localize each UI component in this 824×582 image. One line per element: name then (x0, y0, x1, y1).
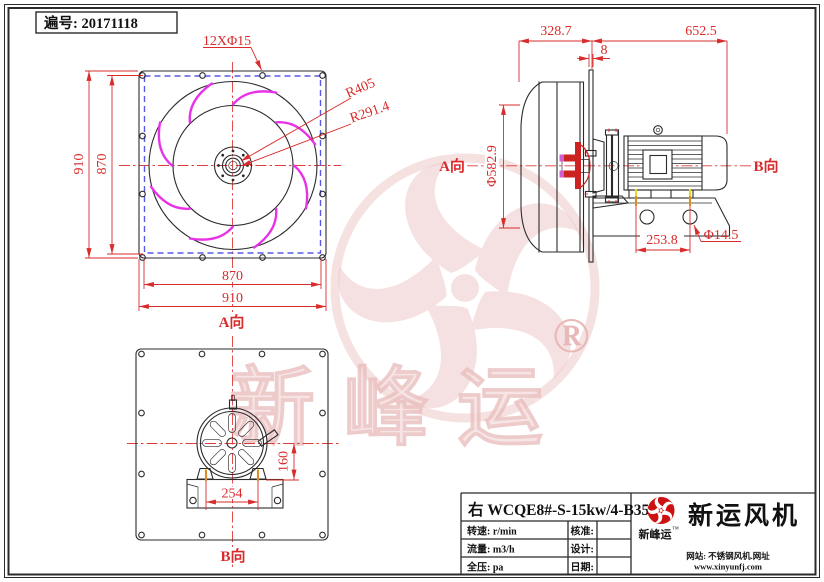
dim-plate-width: 910 (222, 291, 243, 306)
motor (623, 125, 728, 199)
fan-cover-slots (202, 413, 262, 473)
motor-foot-left (628, 189, 652, 199)
dim-base-hole-diameter: Φ14.5 (704, 228, 739, 243)
motor-top-tab (228, 399, 238, 410)
spec-flow: 流量: m3/h (467, 543, 515, 556)
fan-model: 右 WCQE8#-S-15kw/4-B35 (468, 500, 650, 519)
field-approved: 核准: (571, 525, 594, 538)
dim-outer-radius: R405 (344, 76, 378, 102)
dim-bolt-width: 870 (222, 269, 243, 284)
front-dim-bottom: 870 910 A向 (138, 259, 327, 331)
bearing-pedestal (592, 128, 630, 209)
front-view-label: A向 (219, 313, 245, 331)
dim-inner-radius: R291.4 (348, 99, 392, 126)
side-dim-base: 253.8 Φ14.5 (635, 196, 741, 253)
front-dim-left: 910 870 (72, 70, 143, 259)
brand-logo-icon (646, 496, 675, 525)
spec-speed: 转速: r/min (467, 525, 517, 538)
side-dim-top: 328.7 652.5 8 (518, 24, 728, 134)
terminal-lever (257, 429, 279, 447)
side-dim-diameter: Φ582.9 (485, 104, 520, 229)
eye-bolt (653, 125, 663, 135)
sheet-border (4, 4, 820, 578)
watermark-logo: ® 新峰运 (229, 153, 600, 457)
impeller-blades (149, 82, 317, 249)
field-designed: 设计: (571, 543, 594, 556)
side-view: 328.7 652.5 8 Φ582.9 253.8 (439, 24, 779, 263)
bottom-view-label: B向 (220, 547, 245, 565)
shaft-hub (559, 142, 591, 189)
watermark-brand-text: 新峰运 (229, 360, 571, 456)
dim-plate-height: 910 (72, 154, 87, 175)
logo-tm: ™ (672, 525, 679, 533)
title-block-grid (460, 492, 815, 574)
doc-number-box: 遍号: 20171118 (35, 11, 178, 34)
bottom-dims: 254 160 B向 (205, 443, 299, 565)
motor-end-view (196, 395, 279, 480)
side-view-label-left: A向 (439, 157, 465, 175)
doc-number: 遍号: 20171118 (43, 14, 138, 32)
dim-axis-height: 160 (277, 451, 292, 472)
dim-motor-length: 652.5 (685, 24, 717, 39)
dim-bolt-height: 870 (95, 154, 110, 175)
dim-bolt-holes: 12XΦ15 (203, 34, 251, 49)
front-plate (138, 70, 327, 259)
dim-foot-spacing: 254 (222, 487, 243, 502)
dim-base-hole-spacing: 253.8 (646, 233, 678, 248)
dim-inlet-diameter: Φ582.9 (485, 145, 500, 187)
dim-housing-depth: 328.7 (540, 24, 572, 39)
spec-pressure: 全压: pa (466, 561, 503, 574)
title-block: 右 WCQE8#-S-15kw/4-B35 转速: r/min 流量: m3/h… (460, 492, 815, 574)
bottom-plate (135, 348, 329, 541)
impeller-outer-circle (148, 80, 318, 251)
motor-end-cap (701, 135, 728, 191)
bolt-line-square (143, 75, 322, 254)
bottom-bolt-holes (138, 350, 326, 539)
logo-caption: 新峰运 (639, 527, 672, 541)
website-url: www.xinyunfj.com (694, 562, 762, 572)
field-date: 日期: (571, 561, 594, 574)
brand-name: 新运风机 (688, 501, 800, 530)
dim-plate-thickness: 8 (601, 43, 608, 58)
side-view-label-right: B向 (753, 157, 778, 175)
watermark-registered: ® (552, 307, 589, 363)
front-dim-holes: 12XΦ15 (203, 34, 262, 71)
website-cn: 网站: 不锈钢风机.网址 (686, 551, 770, 561)
bottom-view: 254 160 B向 (127, 348, 341, 565)
